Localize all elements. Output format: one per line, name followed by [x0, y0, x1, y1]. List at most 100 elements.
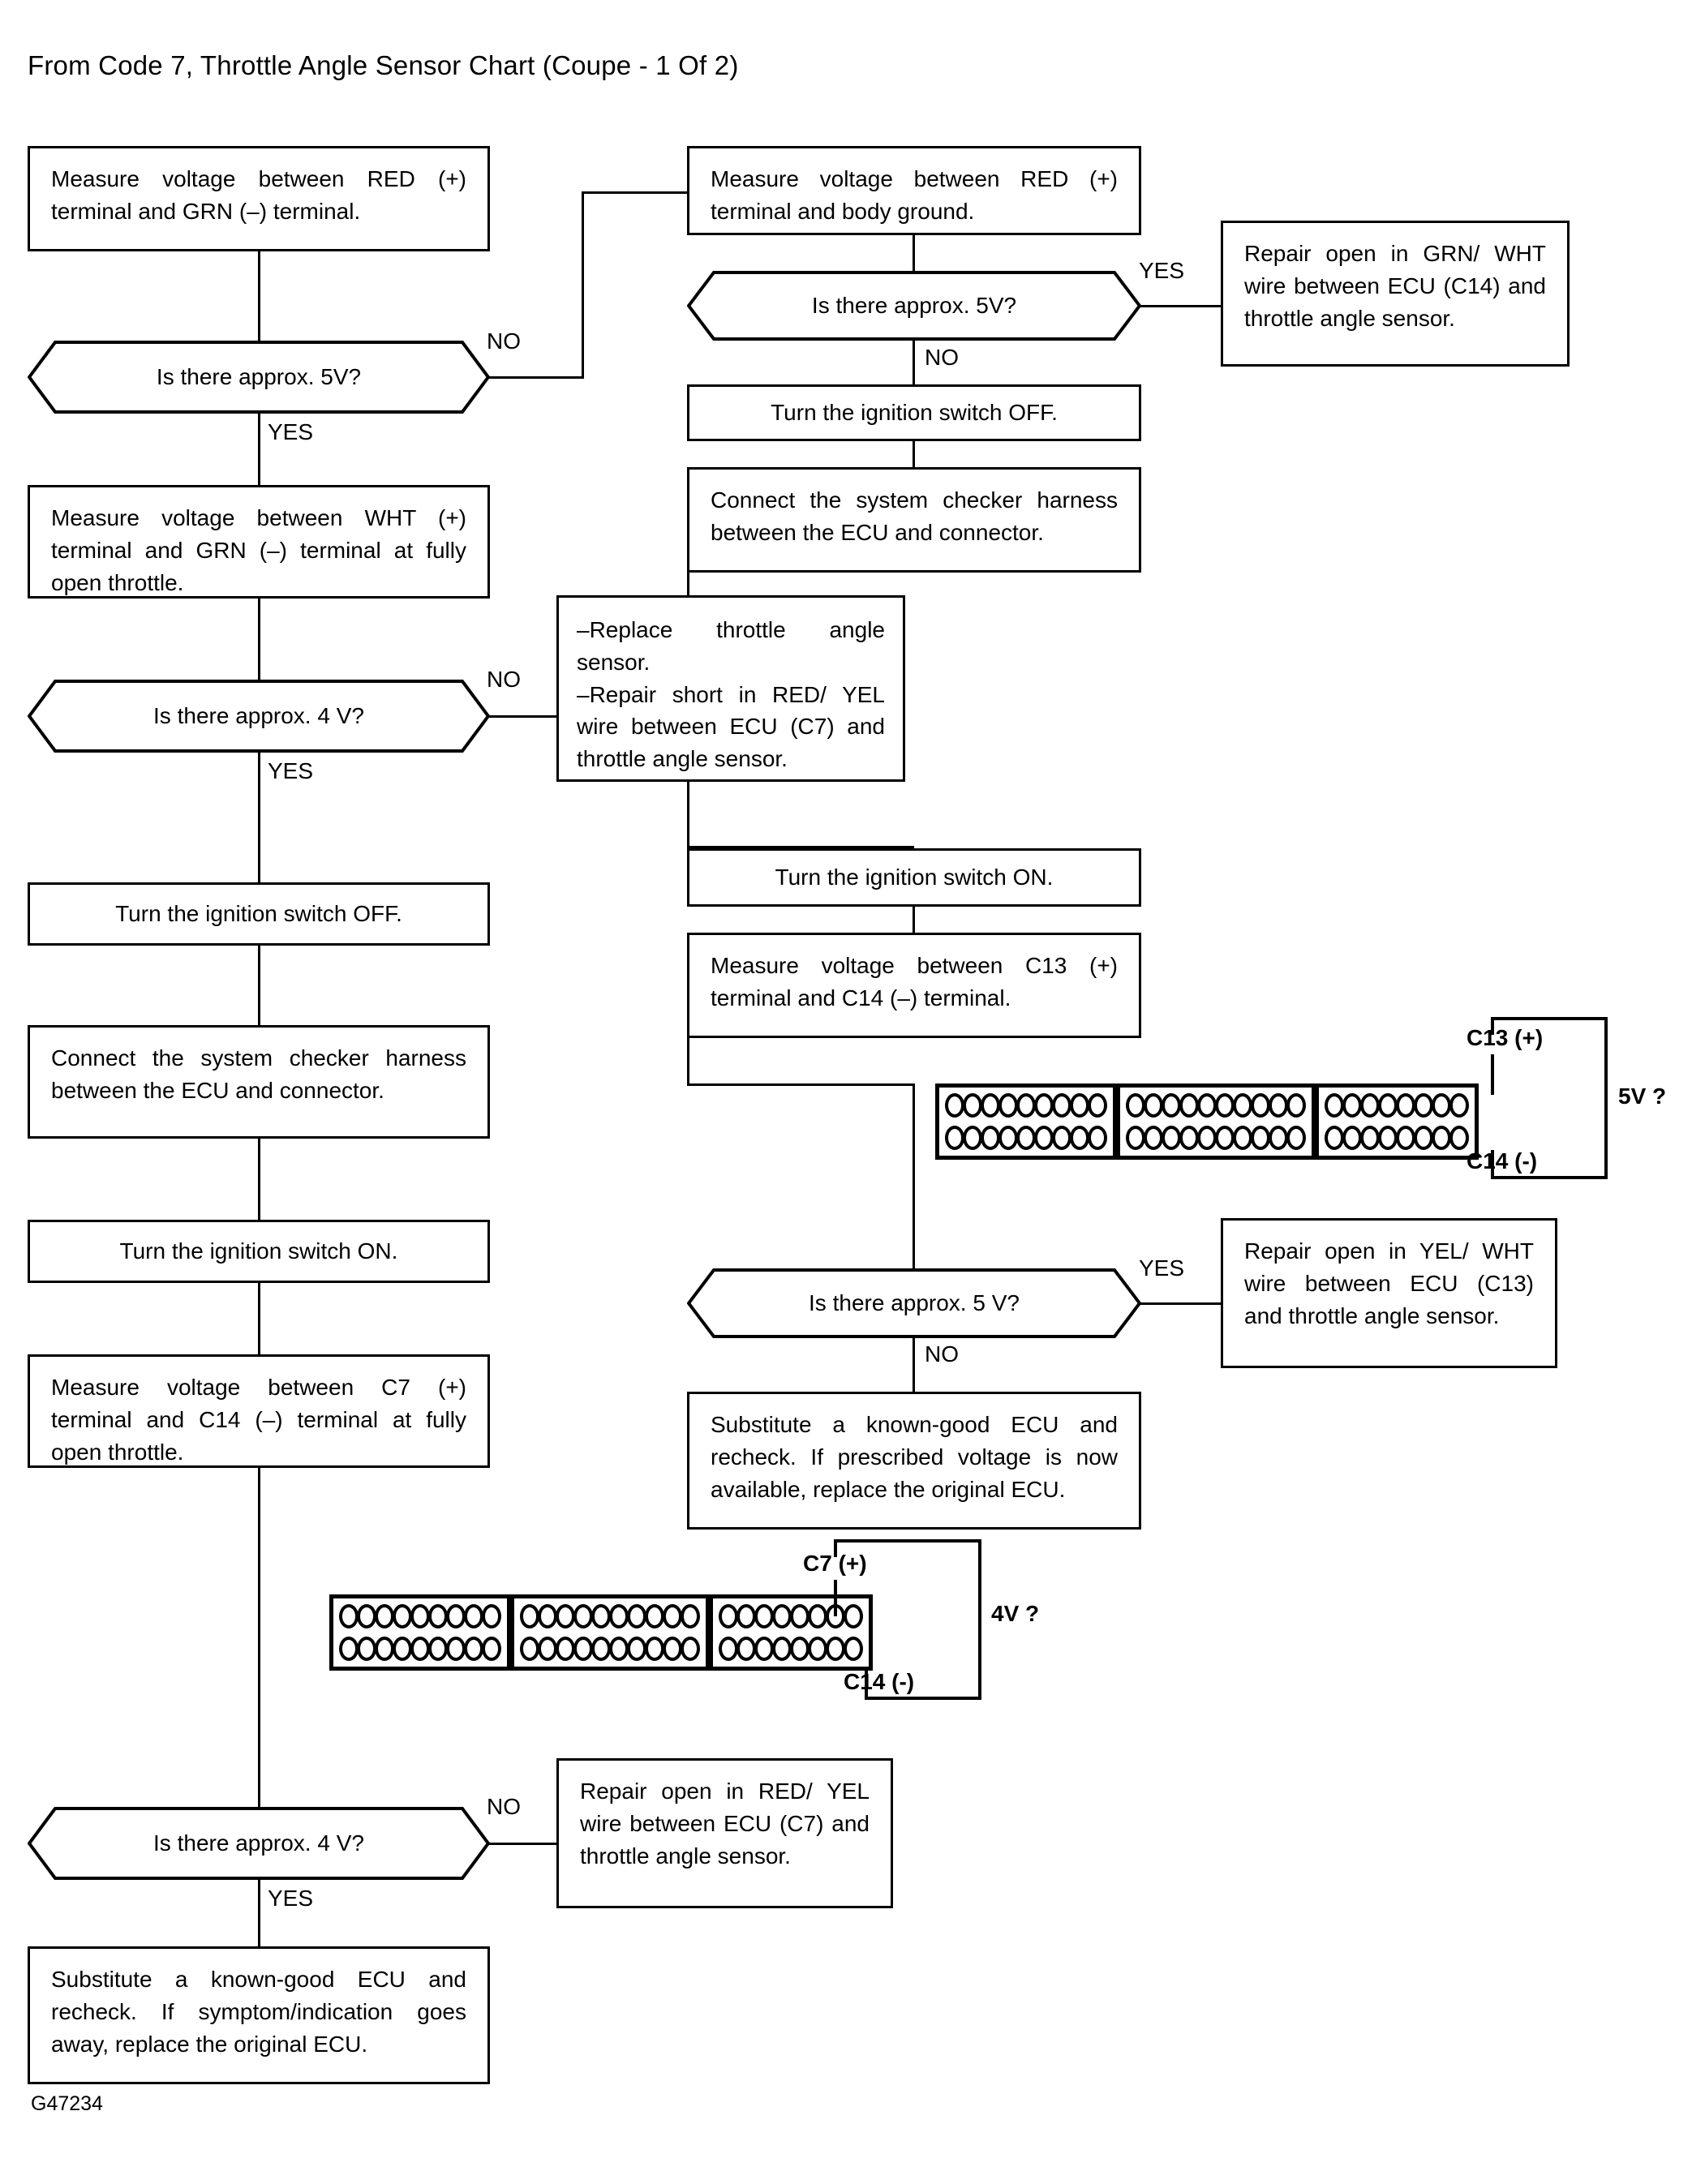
figure-id: G47234 [31, 2092, 103, 2115]
pin-hole [1449, 1093, 1469, 1118]
pin-hole-c14 [826, 1637, 845, 1661]
pin-hole [591, 1604, 611, 1628]
process-node-measure-c13-c14: Measure voltage between C13 (+) terminal… [687, 933, 1141, 1038]
pin-hole [1233, 1126, 1252, 1150]
page-title: From Code 7, Throttle Angle Sensor Chart… [28, 50, 739, 80]
probe-loop-lower-right [978, 1539, 981, 1700]
pin-hole [1197, 1093, 1217, 1118]
process-node-connect-harness-left: Connect the system checker harness betwe… [28, 1025, 490, 1139]
pin-hole [428, 1604, 448, 1628]
pin-hole [446, 1604, 466, 1628]
pin-hole [573, 1637, 593, 1661]
pin-hole [963, 1093, 982, 1118]
edge-d5-yes [1140, 1302, 1221, 1305]
pin-hole [808, 1604, 827, 1628]
process-node-ignition-on-left: Turn the ignition switch ON. [28, 1220, 490, 1283]
branch-label-d1-yes: YES [268, 419, 314, 444]
pin-hole [808, 1637, 827, 1661]
pin-hole [1378, 1126, 1398, 1150]
edge-n4-n5 [258, 1139, 260, 1220]
edge-d1-yes [258, 414, 260, 485]
process-node-ignition-off-mid: Turn the ignition switch OFF. [687, 384, 1141, 441]
branch-label-d3-yes: YES [268, 1886, 314, 1911]
pin-hole [719, 1637, 738, 1661]
probe-lead-c13-v [1491, 1054, 1494, 1095]
connector-upper-pin-minus-label: C14 (-) [1467, 1148, 1538, 1174]
probe-loop-c7-up [834, 1539, 837, 1557]
probe-lead-c7-v [834, 1580, 837, 1616]
pin-hole [556, 1604, 575, 1628]
pin-hole [645, 1637, 664, 1661]
pin-hole [1144, 1093, 1163, 1118]
action-node-repair-yel-wht: Repair open in YEL/ WHT wire between ECU… [1221, 1218, 1557, 1368]
pin-hole [1162, 1126, 1181, 1150]
pin-hole [963, 1126, 982, 1150]
connector-row-top [1126, 1093, 1306, 1118]
decision-node-5v-c13-c14: Is there approx. 5 V? [687, 1268, 1141, 1338]
pin-hole [1052, 1126, 1071, 1150]
probe-lead-c14-lower-v [865, 1671, 868, 1700]
process-node-ignition-off-left: Turn the ignition switch OFF. [28, 882, 490, 946]
pin-hole [464, 1604, 483, 1628]
pin-hole [1286, 1126, 1306, 1150]
pin-hole [1269, 1126, 1288, 1150]
pin-hole [772, 1637, 792, 1661]
pin-hole [945, 1093, 964, 1118]
pin-hole [681, 1637, 700, 1661]
pin-hole [627, 1637, 646, 1661]
pin-hole [464, 1637, 483, 1661]
pin-hole [754, 1637, 774, 1661]
connector-row-top [520, 1604, 700, 1628]
pin-hole [375, 1604, 394, 1628]
connector-row-top [339, 1604, 501, 1628]
pin-hole [1342, 1093, 1362, 1118]
edge-d2-yes [258, 753, 260, 882]
pin-hole [1396, 1093, 1415, 1118]
pin-hole [1016, 1093, 1036, 1118]
pin-hole [1179, 1093, 1199, 1118]
pin-hole [339, 1637, 359, 1661]
edge-d3-yes [258, 1880, 260, 1946]
probe-loop-lower-bottom [865, 1697, 981, 1700]
pin-hole [1197, 1126, 1217, 1150]
connector-row-bottom [339, 1637, 501, 1661]
pin-hole [998, 1093, 1018, 1118]
pin-hole [1162, 1093, 1181, 1118]
hexagon-shape [28, 1807, 490, 1880]
edge-d3-no [488, 1843, 556, 1845]
decision-node-5v-red-ground: Is there approx. 5V? [687, 271, 1141, 341]
connector-diagram-upper [935, 1083, 1479, 1160]
pin-hole [410, 1604, 430, 1628]
probe-loop-c13-top [1491, 1017, 1608, 1020]
pin-hole [393, 1604, 412, 1628]
connector-row-top [1325, 1093, 1469, 1118]
pin-hole [754, 1604, 774, 1628]
pin-hole [609, 1604, 629, 1628]
pin-hole [520, 1604, 539, 1628]
edge-m6-d5-h [687, 1083, 914, 1086]
action-line-2: –Repair short in RED/ YEL wire between E… [577, 681, 885, 772]
pin-hole [719, 1604, 738, 1628]
edge-n2-d2 [258, 599, 260, 680]
edge-n3-n4 [258, 946, 260, 1025]
pin-hole [573, 1604, 593, 1628]
pin-hole [1378, 1093, 1398, 1118]
pin-hole [627, 1604, 646, 1628]
pin-hole [1360, 1093, 1380, 1118]
pin-hole [1016, 1126, 1036, 1150]
process-node-measure-red-grn: Measure voltage between RED (+) terminal… [28, 146, 490, 251]
pin-hole [1126, 1093, 1145, 1118]
pin-hole [736, 1637, 756, 1661]
decision-node-4v-wht-grn: Is there approx. 4 V? [28, 680, 490, 753]
pin-hole [1251, 1126, 1270, 1150]
probe-loop-bottom [1491, 1176, 1608, 1179]
pin-hole [790, 1637, 809, 1661]
edge-m6-d5-v1 [687, 1038, 689, 1085]
action-node-repair-grn-wht: Repair open in GRN/ WHT wire between ECU… [1221, 221, 1570, 367]
probe-lead-c14-v [1491, 1150, 1494, 1179]
pin-hole [1088, 1126, 1107, 1150]
connector-row-bottom [520, 1637, 700, 1661]
pin-hole [945, 1126, 964, 1150]
action-line-1: –Replace throttle angle sensor. [577, 617, 885, 675]
